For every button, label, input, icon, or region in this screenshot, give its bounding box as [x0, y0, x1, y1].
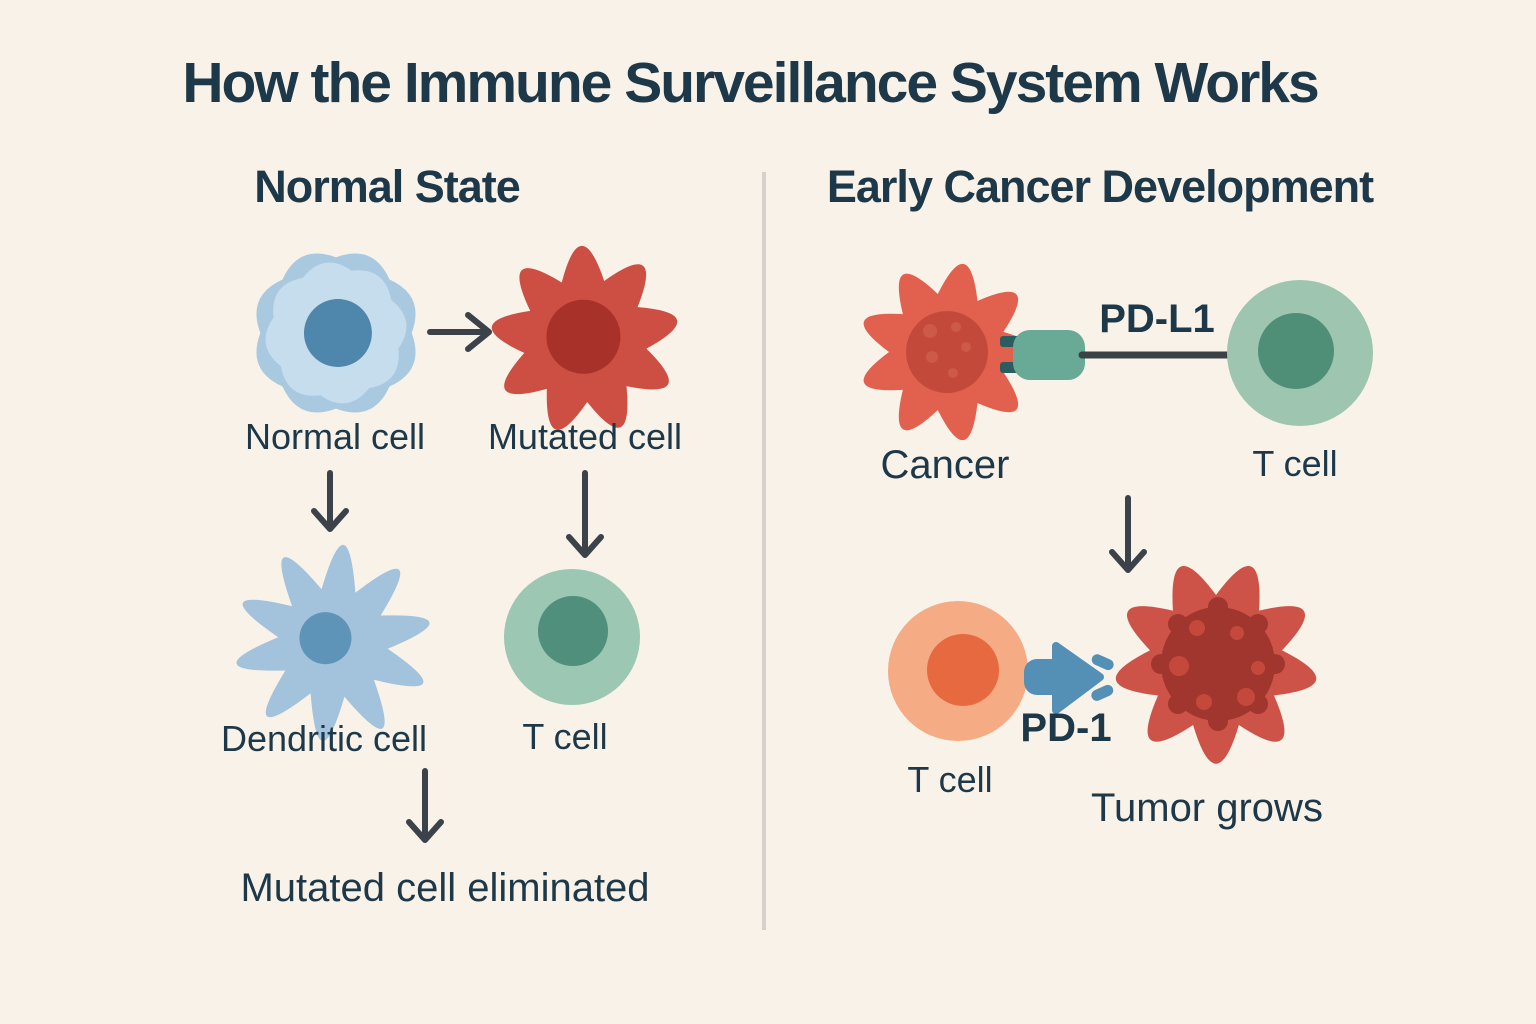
t-cell-right-top-icon	[1227, 280, 1373, 426]
mutated-cell-label: Mutated cell	[487, 416, 683, 457]
right-panel-heading: Early Cancer Development	[826, 161, 1374, 212]
dendritic-cell-label: Dendritic cell	[220, 718, 428, 759]
arrow-mutated-to-tcell-icon	[566, 470, 604, 558]
tumor-cell-icon	[1115, 566, 1317, 764]
pdl1-connector-icon	[1000, 330, 1234, 380]
pd-l1-label: PD-L1	[1099, 297, 1215, 341]
t-cell-right-top-label: T cell	[1252, 443, 1338, 484]
arrow-normal-to-mutated-icon	[427, 312, 492, 352]
t-cell-left-icon	[504, 569, 640, 705]
cancer-cell-icon	[863, 263, 1038, 441]
mutated-cell-icon	[491, 246, 678, 430]
left-panel-heading: Normal State	[254, 161, 521, 212]
pd1-receptor-icon	[1024, 642, 1114, 714]
arrow-normal-to-dendritic-icon	[311, 470, 349, 532]
cancer-label: Cancer	[880, 443, 1010, 487]
t-cell-left-label: T cell	[522, 716, 608, 757]
t-cell-right-bottom-label: T cell	[907, 759, 993, 800]
page-title: How the Immune Surveillance System Works	[182, 51, 1319, 115]
t-cell-right-bottom-icon	[888, 601, 1028, 741]
normal-cell-icon	[256, 253, 416, 413]
dendritic-cell-icon	[236, 544, 430, 742]
cancer-nucleus-spots	[923, 322, 971, 378]
arrow-dendritic-to-eliminated-icon	[406, 768, 444, 843]
tumor-nucleus-spots	[1169, 620, 1265, 710]
pd-1-label: PD-1	[1020, 706, 1112, 750]
arrow-to-tumor-stage-icon	[1109, 495, 1147, 573]
normal-cell-label: Normal cell	[244, 416, 426, 457]
outcome-right-label: Tumor grows	[1091, 786, 1323, 830]
outcome-left-label: Mutated cell eliminated	[240, 866, 650, 910]
